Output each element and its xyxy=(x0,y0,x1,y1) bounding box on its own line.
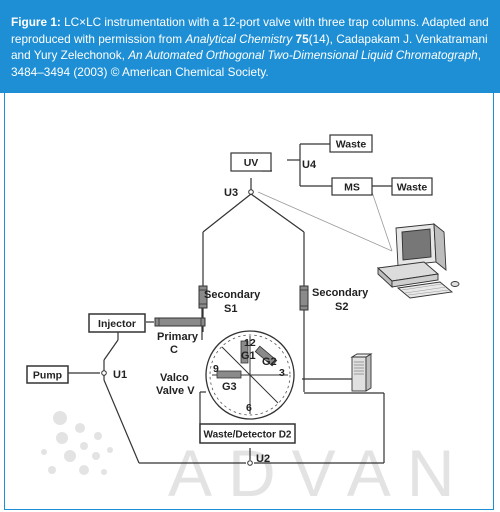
box-injector: Injector xyxy=(88,313,146,333)
waste-detector-label: Waste/Detector D2 xyxy=(204,430,292,441)
figure-frame xyxy=(4,93,494,510)
u2-junction xyxy=(247,460,253,466)
port-12-label: 12 xyxy=(244,337,256,349)
secondary-column-s1 xyxy=(198,285,208,309)
primary-label-a: Primary xyxy=(157,331,199,343)
tubing-lines xyxy=(67,143,392,464)
ms-label: MS xyxy=(344,182,360,194)
u2-label: U2 xyxy=(256,453,270,465)
primary-column xyxy=(154,317,206,327)
valco-valve: 12 G1 G2 3 9 G3 6 xyxy=(205,330,295,420)
caption-text-c: , 3484–3494 (2003) © American Chemical S… xyxy=(11,48,481,79)
watermark-logo-icon xyxy=(41,411,113,475)
caption-article-title: An Automated Orthogonal Two-Dimensional … xyxy=(128,48,478,62)
box-uv: UV xyxy=(230,152,272,172)
secondary-column-s2 xyxy=(299,285,309,311)
secondary-s2-label-a: Secondary xyxy=(312,287,369,299)
secondary-s1-label-a: Secondary xyxy=(204,289,261,301)
caption-text-b: (14), Cadapakam J. Venkatramani and Yury… xyxy=(11,31,488,63)
box-waste-ms: Waste xyxy=(391,177,433,196)
port-6-label: 6 xyxy=(246,402,252,414)
injector-label: Injector xyxy=(98,318,136,330)
pump-label: Pump xyxy=(33,370,62,382)
g2-label: G2 xyxy=(262,356,277,368)
figure-caption: Figure 1: LC×LC instrumentation with a 1… xyxy=(0,0,500,93)
u4-label: U4 xyxy=(302,159,317,171)
caption-text-a: LC×LC instrumentation with a 12-port val… xyxy=(11,15,489,46)
box-waste-detector: Waste/Detector D2 xyxy=(199,423,296,444)
u3-label: U3 xyxy=(224,187,238,199)
g3-label: G3 xyxy=(222,381,237,393)
trap-column-g1 xyxy=(240,340,249,364)
computer-icon xyxy=(376,223,460,299)
u1-label: U1 xyxy=(113,369,127,381)
trap-column-g2 xyxy=(254,345,278,367)
secondary-s1-label-b: S1 xyxy=(224,303,237,315)
u3-junction xyxy=(248,189,254,195)
data-cables xyxy=(257,191,393,252)
watermark: ADVAN xyxy=(41,411,471,510)
u1-junction xyxy=(101,370,107,376)
g1-label: G1 xyxy=(241,350,256,362)
figure-label: Figure 1: xyxy=(11,15,61,29)
caption-journal: Analytical Chemistry xyxy=(185,31,293,46)
waste-ms-label: Waste xyxy=(397,182,428,194)
box-waste-top: Waste xyxy=(329,134,373,153)
valco-label-b: Valve V xyxy=(156,385,195,397)
port-9-label: 9 xyxy=(213,363,219,375)
waste-top-label: Waste xyxy=(336,139,367,151)
trap-column-g3 xyxy=(216,370,242,379)
valco-label-a: Valco xyxy=(160,372,189,384)
secondary-s2-label-b: S2 xyxy=(335,301,348,313)
watermark-text: ADVAN xyxy=(168,436,471,510)
primary-label-b: C xyxy=(170,344,178,356)
caption-volume: 75 xyxy=(295,31,309,46)
uv-label: UV xyxy=(244,157,259,169)
box-pump: Pump xyxy=(26,365,69,384)
port-3-label: 3 xyxy=(279,367,285,379)
box-ms: MS xyxy=(331,177,373,196)
computer-tower-icon xyxy=(350,353,373,392)
